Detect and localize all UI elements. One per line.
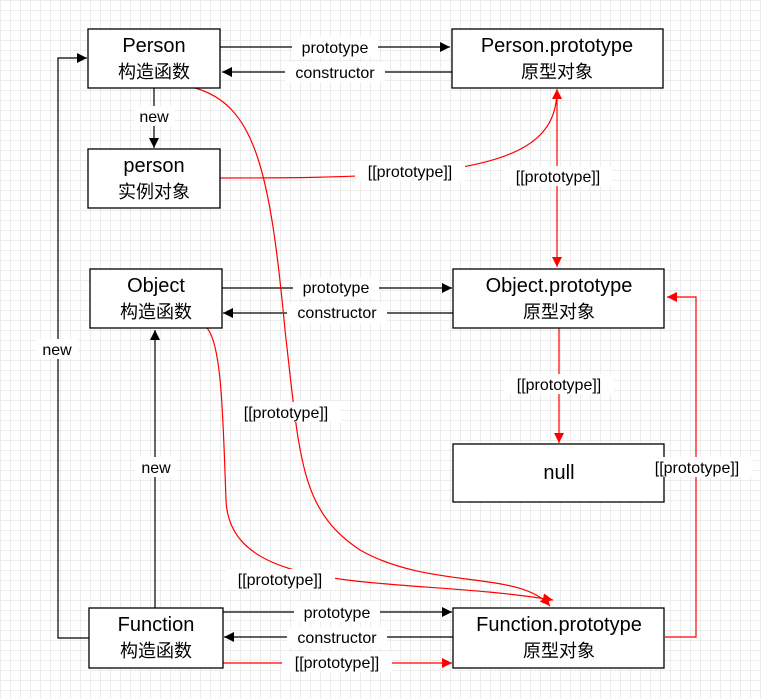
edge-label: [[prototype]] (655, 460, 740, 477)
label-person-constructor: constructor (285, 62, 385, 82)
edge-label: [[prototype]] (517, 377, 602, 394)
node-function-constructor: Function 构造函数 (88, 607, 224, 669)
node-person-constructor: Person 构造函数 (87, 28, 221, 89)
label-person-prototype: prototype (292, 37, 378, 57)
node-subtitle: 原型对象 (521, 62, 593, 83)
label-person-inst-proto: [[prototype]] (355, 161, 465, 181)
node-subtitle: 构造函数 (118, 62, 190, 83)
edge-person-ctor-proto (194, 87, 551, 607)
label-function-constructor: constructor (287, 627, 387, 647)
edge-label: [[prototype]] (238, 572, 323, 589)
node-null: null (452, 443, 665, 503)
edge-label: new (139, 109, 169, 126)
edge-label: constructor (297, 630, 377, 647)
node-title: Object.prototype (486, 275, 633, 297)
label-function-new-person: new (36, 339, 78, 359)
label-person-ctor-proto: [[prototype]] (231, 402, 341, 422)
node-title: Function (118, 614, 195, 636)
edge-label: [[prototype]] (516, 169, 601, 186)
node-title: Object (127, 275, 185, 297)
node-subtitle: 构造函数 (120, 641, 192, 662)
node-subtitle: 原型对象 (523, 302, 595, 323)
node-subtitle: 实例对象 (118, 182, 190, 203)
label-function-prototype: prototype (294, 602, 380, 622)
node-object-constructor: Object 构造函数 (89, 268, 223, 329)
edge-label: prototype (302, 40, 369, 57)
label-functionproto-objproto: [[prototype]] (642, 457, 752, 477)
edge-label: new (141, 460, 171, 477)
node-title: person (123, 155, 184, 177)
label-object-ctor-proto: [[prototype]] (225, 569, 335, 589)
node-title: Person (122, 35, 185, 57)
edge-label: prototype (303, 280, 370, 297)
node-subtitle: 原型对象 (523, 641, 595, 662)
node-title: Function.prototype (476, 614, 642, 636)
edge-object-ctor-proto (206, 327, 554, 604)
label-person-new: new (134, 106, 174, 126)
edge-label: [[prototype]] (244, 405, 329, 422)
label-personproto-objproto: [[prototype]] (503, 166, 613, 186)
edge-label: prototype (304, 605, 371, 622)
edge-label: [[prototype]] (295, 655, 380, 672)
node-subtitle: 构造函数 (120, 302, 192, 323)
node-person-prototype: Person.prototype 原型对象 (451, 28, 664, 89)
label-object-constructor: constructor (287, 303, 387, 323)
label-function-ctor-proto: [[prototype]] (282, 652, 392, 672)
node-function-prototype: Function.prototype 原型对象 (452, 607, 665, 669)
label-objproto-null: [[prototype]] (504, 374, 614, 394)
node-person-instance: person 实例对象 (87, 148, 221, 209)
node-title: Person.prototype (481, 35, 633, 57)
edge-label: [[prototype]] (368, 164, 453, 181)
edge-label: constructor (297, 305, 377, 322)
label-object-prototype: prototype (293, 278, 379, 298)
edge-label: new (42, 342, 72, 359)
node-title: null (543, 462, 574, 484)
label-function-new-object: new (135, 457, 177, 477)
node-object-prototype: Object.prototype 原型对象 (452, 268, 665, 329)
edge-label: constructor (295, 65, 375, 82)
